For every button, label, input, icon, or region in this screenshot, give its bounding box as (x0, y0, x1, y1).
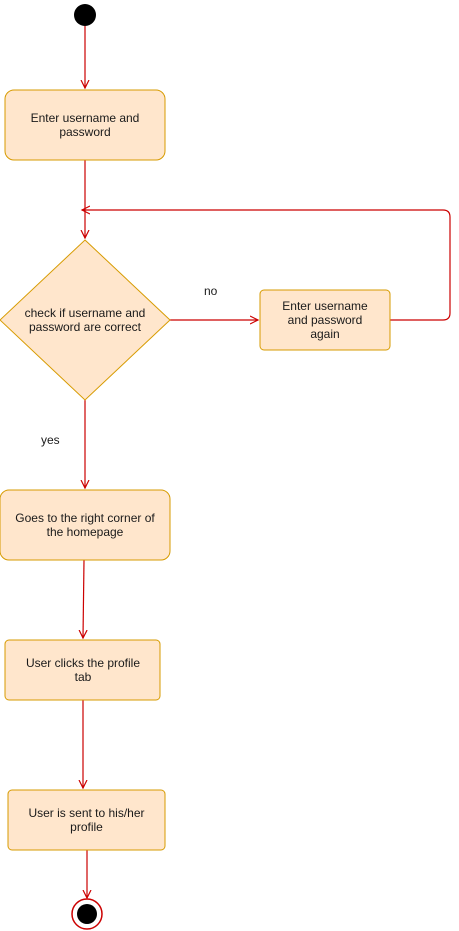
node-enter-credentials (4, 89, 166, 161)
sent-to-profile-label: User is sent to his/her profile (28, 806, 145, 834)
enter-again-label: Enter username and password again (282, 299, 368, 341)
edge-loop-back (82, 210, 451, 321)
end-node-core (77, 904, 97, 924)
node-check-credentials (0, 239, 171, 401)
clicks-profile-label: User clicks the profile tab (25, 656, 141, 684)
edge-corner-to-clicks (83, 559, 84, 638)
enter-credentials-label: Enter username and password (30, 111, 140, 139)
yes-label: yes (41, 433, 60, 447)
node-enter-again (259, 289, 391, 351)
node-goes-to-corner (0, 489, 171, 561)
check-credentials-label: check if username and password are corre… (24, 306, 146, 334)
no-label: no (204, 284, 218, 298)
start-node (74, 4, 96, 26)
node-clicks-profile (4, 639, 161, 701)
node-sent-to-profile (7, 789, 166, 851)
goes-to-corner-label: Goes to the right corner of the homepage (15, 511, 155, 539)
